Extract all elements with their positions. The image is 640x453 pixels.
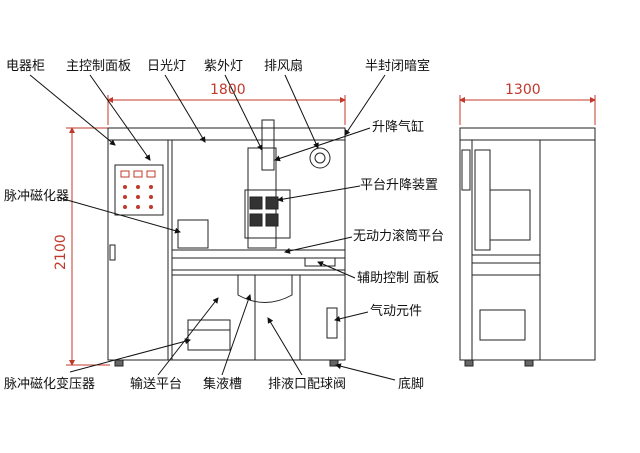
dimension-lines bbox=[66, 95, 596, 366]
label-main-control-panel: 主控制面板 bbox=[66, 59, 132, 74]
label-electric-cabinet: 电器柜 bbox=[6, 59, 46, 74]
label-pulse-magnetizer: 脉冲磁化器 bbox=[4, 189, 70, 204]
dim-height-front: 2100 bbox=[53, 234, 69, 270]
dim-width-side: 1300 bbox=[505, 82, 541, 98]
label-platform-lifting-device: 平台升降装置 bbox=[360, 178, 439, 193]
label-semi-closed-dark-room: 半封闭暗室 bbox=[365, 59, 431, 74]
label-conveying-platform: 输送平台 bbox=[130, 377, 183, 392]
label-lifting-cylinder: 升降气缸 bbox=[372, 120, 425, 135]
front-view bbox=[107, 119, 346, 367]
label-pneumatic-components: 气动元件 bbox=[370, 304, 423, 319]
label-liquid-collecting-tank: 集液槽 bbox=[203, 377, 243, 392]
side-view bbox=[459, 127, 596, 367]
dim-width-front: 1800 bbox=[210, 82, 246, 98]
label-uv-lamp: 紫外灯 bbox=[204, 59, 244, 74]
label-unpowered-roller-platform: 无动力滚筒平台 bbox=[353, 229, 445, 244]
label-foot: 底脚 bbox=[398, 377, 425, 392]
label-fluorescent-lamp: 日光灯 bbox=[147, 59, 187, 74]
label-drain-ball-valve: 排液口配球阀 bbox=[268, 377, 347, 392]
label-aux-control-panel: 辅助控制 面板 bbox=[357, 271, 440, 286]
label-exhaust-fan: 排风扇 bbox=[264, 59, 304, 74]
label-pulse-magnetizing-transformer: 脉冲磁化变压器 bbox=[4, 377, 96, 392]
